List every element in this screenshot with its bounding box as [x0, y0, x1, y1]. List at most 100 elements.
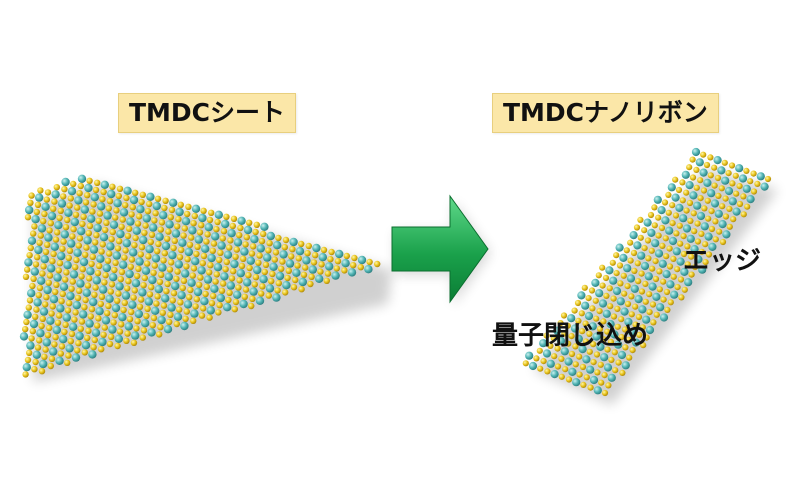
- metal-atom: [250, 235, 259, 244]
- chalcogen-atom: [213, 226, 220, 233]
- metal-atom: [42, 338, 51, 347]
- chalcogen-atom: [689, 174, 697, 181]
- chalcogen-atom: [663, 253, 670, 260]
- chalcogen-atom: [714, 174, 722, 182]
- chalcogen-atom: [665, 209, 672, 216]
- chalcogen-atom: [65, 352, 72, 359]
- chalcogen-atom: [625, 336, 632, 343]
- chalcogen-atom: [88, 306, 96, 313]
- chalcogen-atom: [233, 246, 240, 253]
- metal-atom: [177, 291, 186, 300]
- chalcogen-atom: [59, 245, 66, 252]
- chalcogen-atom: [707, 172, 714, 179]
- chalcogen-atom: [278, 265, 285, 272]
- metal-atom: [682, 224, 692, 233]
- chalcogen-atom: [124, 232, 132, 240]
- chalcogen-atom: [237, 224, 244, 232]
- metal-atom: [85, 319, 94, 328]
- chalcogen-atom: [250, 243, 257, 250]
- chalcogen-atom: [590, 359, 597, 366]
- chalcogen-atom: [217, 249, 224, 256]
- chalcogen-atom: [146, 200, 153, 208]
- chalcogen-atom: [719, 203, 726, 210]
- chalcogen-atom: [64, 307, 72, 314]
- chalcogen-atom: [42, 346, 49, 353]
- chalcogen-atom: [729, 180, 736, 187]
- chalcogen-atom: [579, 328, 586, 335]
- chalcogen-atom: [132, 234, 139, 242]
- metal-atom: [142, 214, 151, 223]
- chalcogen-atom: [252, 274, 260, 281]
- metal-atom: [223, 303, 232, 312]
- chalcogen-atom: [48, 310, 55, 317]
- chalcogen-atom: [30, 275, 37, 282]
- chalcogen-atom: [48, 355, 56, 362]
- chalcogen-atom: [82, 251, 89, 258]
- chalcogen-atom: [733, 190, 740, 197]
- metal-atom: [171, 281, 180, 291]
- metal-atom: [567, 314, 576, 323]
- chalcogen-atom: [124, 330, 131, 337]
- chalcogen-atom: [575, 317, 582, 324]
- chalcogen-atom: [334, 258, 342, 265]
- chalcogen-atom: [148, 231, 156, 238]
- chalcogen-atom: [298, 240, 305, 248]
- chalcogen-atom: [128, 308, 135, 316]
- chalcogen-atom: [620, 272, 627, 279]
- chalcogen-atom: [188, 234, 195, 241]
- chalcogen-atom: [139, 191, 146, 198]
- metal-atom: [722, 230, 731, 239]
- chalcogen-atom: [646, 291, 653, 298]
- metal-atom: [163, 325, 173, 334]
- metal-atom: [148, 275, 157, 285]
- chalcogen-atom: [169, 297, 176, 304]
- chalcogen-atom: [611, 349, 618, 356]
- chalcogen-atom: [204, 231, 211, 238]
- metal-atom: [738, 174, 748, 183]
- chalcogen-atom: [711, 182, 718, 189]
- chalcogen-atom: [215, 309, 222, 316]
- chalcogen-atom: [76, 190, 83, 197]
- chalcogen-atom: [136, 303, 144, 310]
- chalcogen-atom: [240, 255, 247, 262]
- chalcogen-atom: [113, 207, 120, 214]
- chalcogen-atom: [47, 220, 54, 227]
- metal-atom: [298, 277, 307, 287]
- metal-atom: [596, 342, 605, 351]
- metal-atom: [103, 211, 112, 220]
- chalcogen-atom: [266, 240, 273, 247]
- metal-atom: [96, 254, 105, 263]
- metal-atom: [265, 284, 275, 293]
- metal-atom: [670, 290, 679, 299]
- metal-atom: [696, 211, 706, 221]
- chalcogen-atom: [658, 224, 666, 232]
- chalcogen-atom: [41, 353, 48, 360]
- metal-atom: [168, 251, 177, 260]
- chalcogen-atom: [138, 198, 145, 206]
- chalcogen-atom: [643, 334, 650, 341]
- chalcogen-atom: [102, 226, 109, 234]
- chalcogen-atom: [574, 299, 582, 307]
- chalcogen-atom: [206, 269, 213, 276]
- chalcogen-atom: [92, 284, 99, 291]
- metal-atom: [25, 205, 34, 215]
- chalcogen-atom: [351, 254, 358, 262]
- chalcogen-atom: [223, 258, 230, 266]
- chalcogen-atom: [132, 189, 139, 196]
- chalcogen-atom: [607, 303, 614, 310]
- chalcogen-atom: [144, 208, 152, 215]
- chalcogen-atom: [176, 306, 183, 313]
- metal-atom: [335, 249, 344, 259]
- chalcogen-atom: [37, 232, 44, 239]
- chalcogen-atom: [715, 192, 722, 199]
- chalcogen-atom: [118, 223, 125, 230]
- chalcogen-atom: [576, 371, 583, 378]
- chalcogen-atom: [594, 369, 601, 376]
- chalcogen-atom: [295, 255, 302, 262]
- metal-atom: [51, 190, 60, 199]
- chalcogen-atom: [44, 332, 52, 339]
- metal-atom: [121, 291, 131, 300]
- chalcogen-atom: [134, 220, 142, 227]
- metal-atom: [685, 181, 694, 190]
- metal-atom: [221, 219, 230, 229]
